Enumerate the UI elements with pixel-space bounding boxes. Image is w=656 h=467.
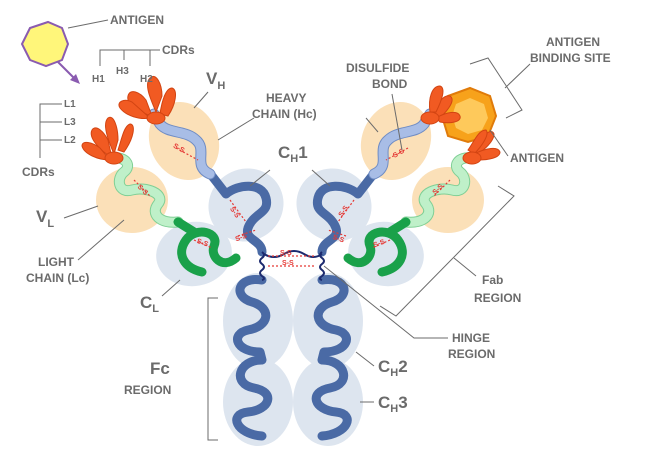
ss-label: S-S <box>196 238 210 249</box>
heavy-chain-label-1: HEAVY <box>266 91 306 105</box>
h2-label: H2 <box>140 74 153 85</box>
ss-label: S-S <box>280 250 292 257</box>
binding-site-label-1: ANTIGEN <box>546 35 600 49</box>
fab-label-2: REGION <box>474 291 521 305</box>
vl-label: VL <box>36 207 54 230</box>
vh-label: VH <box>206 69 225 92</box>
vl-cl-join-right <box>385 217 411 237</box>
cdr-loops-left <box>81 76 176 165</box>
l1-label: L1 <box>64 99 76 110</box>
ch1-left-blob <box>208 168 284 242</box>
cdr-heavy-left <box>118 76 176 125</box>
ss-label: S-S <box>332 234 346 245</box>
h3-label: H3 <box>116 66 129 77</box>
fab-label-1: Fab <box>482 273 503 287</box>
antigen-top-label: ANTIGEN <box>110 13 164 27</box>
antigen-arrow-head <box>70 74 80 84</box>
heavy-chain-ch1-right <box>312 171 377 257</box>
light-chain-cl-right <box>343 227 407 277</box>
cl-label: CL <box>140 293 159 315</box>
ss-label: S-S <box>282 260 294 267</box>
light-chain-label-2: CHAIN (Lc) <box>26 271 89 285</box>
heavy-chain-ch1-left <box>207 171 272 257</box>
vl-left <box>107 153 183 227</box>
ch1-label: CH1 <box>278 143 308 165</box>
cdr-light-left <box>81 116 134 165</box>
l3-label: L3 <box>64 117 76 128</box>
cdr-heavy-right <box>420 85 461 125</box>
labels: ANTIGEN CDRs H1 H3 H2 L1 L3 L2 CDRs VH V… <box>22 13 611 441</box>
l2-label: L2 <box>64 135 76 146</box>
heavy-chain-label-2: CHAIN (Hc) <box>252 107 317 121</box>
hinge-label-2: REGION <box>448 347 495 361</box>
disulfide-label-2: BOND <box>372 77 408 91</box>
ch3-label: CH3 <box>378 393 408 415</box>
antigen-right-label: ANTIGEN <box>510 151 564 165</box>
cdr-loops-right <box>420 85 501 165</box>
light-chain-cl-left <box>177 227 241 277</box>
cdrs-top-label: CDRs <box>162 43 195 57</box>
vl-cl-join-left <box>173 217 199 237</box>
heavy-chain-stem-right <box>311 275 352 441</box>
right-fab-arm <box>312 108 478 277</box>
hinge-link-top <box>263 250 323 258</box>
fc-label-1: Fc <box>150 359 170 378</box>
cdrs-left-label: CDRs <box>22 165 55 179</box>
vh-right <box>369 109 435 179</box>
light-chain-label-1: LIGHT <box>38 255 75 269</box>
binding-site-label-2: BINDING SITE <box>530 51 611 65</box>
ch2-label: CH2 <box>378 357 408 379</box>
left-fab-arm <box>106 108 272 277</box>
hinge-label-1: HINGE <box>452 331 490 345</box>
heavy-chain-stem-left <box>232 275 273 441</box>
h1-label: H1 <box>92 74 105 85</box>
vh-left <box>149 109 215 179</box>
disulfide-label-1: DISULFIDE <box>346 61 409 75</box>
hinge-region-chains <box>259 250 325 281</box>
fc-chains <box>232 275 352 441</box>
hinge-right <box>319 251 325 281</box>
ss-label: S-S <box>235 233 249 244</box>
antigen-top-octagon <box>20 20 70 68</box>
vl-right <box>401 153 477 227</box>
ss-label: S-S <box>373 239 387 250</box>
fc-label-2: REGION <box>124 383 171 397</box>
hinge-left <box>259 251 265 281</box>
cdr-light-right <box>462 129 501 165</box>
